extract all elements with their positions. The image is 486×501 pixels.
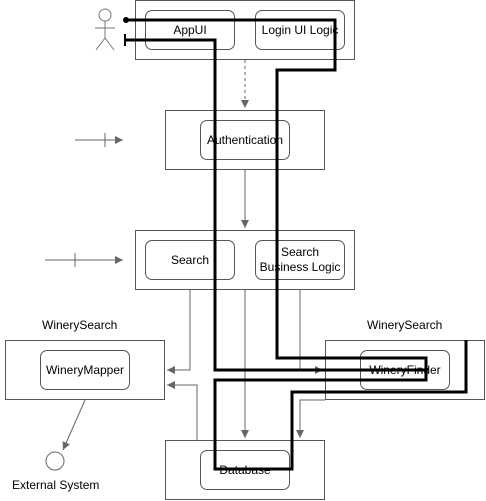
arrow-mapper-to-external	[62, 399, 86, 451]
search-business-logic-component[interactable]: Search Business Logic	[255, 240, 345, 280]
interface-arrow-auth	[75, 133, 123, 147]
app-ui-component[interactable]: AppUI	[145, 10, 235, 50]
search-component[interactable]: Search	[145, 240, 235, 280]
winery-mapper-label: WineryMapper	[45, 362, 125, 377]
arrow-search-to-mapper	[167, 290, 191, 374]
interface-arrow-search	[45, 253, 123, 267]
bold-path-start-dot	[123, 17, 129, 23]
app-ui-label: AppUI	[173, 22, 207, 37]
arrow-database-to-mapper	[167, 381, 198, 440]
external-system-icon	[45, 451, 65, 471]
authentication-label: Authentication	[206, 132, 284, 147]
user-actor-icon	[95, 8, 115, 51]
search-label: Search	[170, 252, 210, 267]
bold-path-return	[126, 38, 428, 372]
external-system-label: External System	[12, 478, 100, 492]
login-ui-logic-component[interactable]: Login UI Logic	[255, 10, 345, 50]
arrow-finder-to-database	[296, 399, 325, 438]
search-business-logic-label: Search Business Logic	[260, 245, 341, 275]
winery-search-left-title: WinerySearch	[42, 318, 118, 332]
bold-path-start	[126, 18, 468, 471]
search-business-logic-line1: Search	[280, 245, 320, 259]
search-business-logic-line2: Business Logic	[259, 260, 341, 274]
winery-mapper-component[interactable]: WineryMapper	[40, 350, 130, 390]
login-ui-logic-label: Login UI Logic	[261, 22, 339, 37]
winery-search-right-title: WinerySearch	[367, 318, 443, 332]
